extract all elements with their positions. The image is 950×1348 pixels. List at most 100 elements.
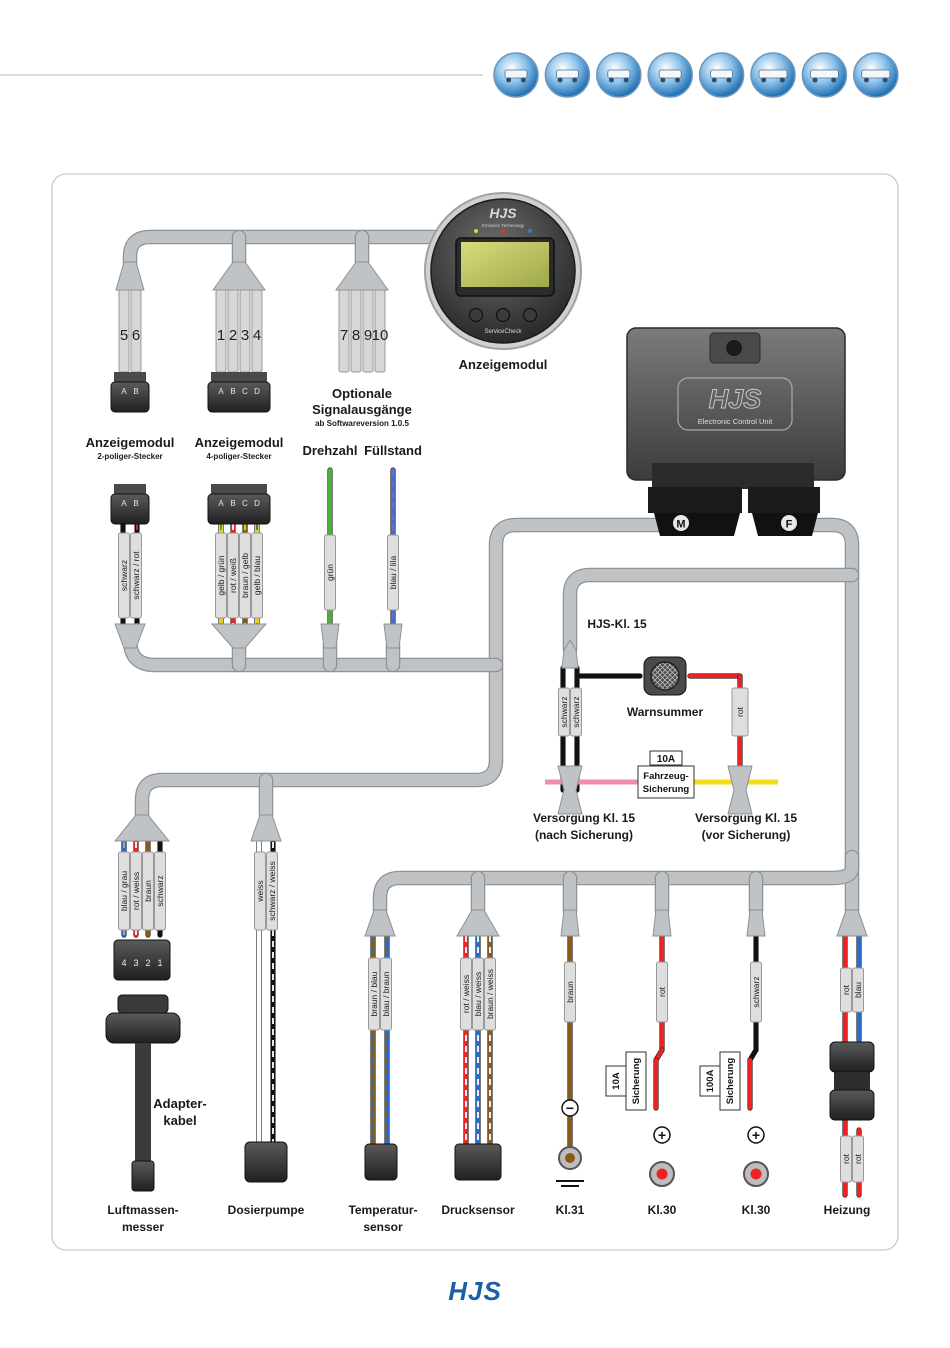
anz4-title: Anzeigemodul [195,435,284,450]
car-icon-body [658,69,682,79]
optional-l1: Optionale [332,386,392,401]
anz4-sub: 4-poliger-Stecker [206,452,271,461]
display-button-label: ServiceCheck [484,329,522,335]
pickup-truck-icon-body [607,69,631,79]
anz4-sleeve [215,532,227,619]
plug-anz2-male-body [110,493,150,525]
hjs-sleeve [558,687,570,737]
kl30b-plus-circle [747,1126,765,1144]
kl30a-plus-circle [653,1126,671,1144]
buzzer-grill [650,661,680,691]
anz4-wire-label: braun / gelb [240,553,250,598]
heiz-plug-bottom [829,1089,875,1121]
kl31-funnel [560,909,580,937]
van-icon [698,52,745,98]
pins-56-funnel [115,261,145,291]
druck-wire-label: braun / weiss [485,969,495,1019]
kl30a-fuse-label-box [625,1051,647,1111]
plug-anz4-male-letter-A: A [218,499,224,508]
heiz-bottom-sleeve [840,1135,852,1183]
plug-anz4-male-letter-D: D [254,499,260,508]
splice-connector [557,765,583,815]
forklift-icon-wheel-left [557,77,563,83]
adapter-l2: kabel [163,1113,196,1128]
harness-trunk [564,569,858,656]
harness-trunk [374,851,858,916]
temp-sleeve [380,957,392,1031]
kl30a-fuse-label: Sicherung [631,1058,642,1105]
kl30b-ring-center [750,1168,762,1180]
heiz-top-wire-label: rot [841,984,851,995]
warn-sleeve [731,687,749,737]
anz4-sleeve [251,532,263,619]
optional-sub: ab Softwareversion 1.0.5 [315,419,409,428]
pins-78910-pin-sleeve [338,289,350,373]
pickup-truck-icon [596,52,642,98]
kl30b-wire-label: schwarz [751,976,761,1007]
druck-wire-label: blau / weiss [473,972,483,1016]
harness-trunk [136,519,666,821]
druck-wire-label: rot / weiss [461,975,471,1013]
display-tagline: Emission Technology [482,223,525,228]
anz2-sub: 2-poliger-Stecker [97,452,162,461]
temp-sleeve [368,957,380,1031]
car-icon [647,52,693,98]
kl30a-fuse-rating: 10A [611,1072,622,1090]
druck-plug [454,1143,502,1181]
footer-logo: HJS [448,1276,501,1306]
heiz-bottom-sleeve [852,1135,864,1183]
lmm-wire-label: braun [143,880,153,902]
adapter-body [105,1012,181,1044]
pins-78910-pin-8: 8 [352,327,360,344]
electronic-control-unit: HJS Electronic Control Unit M F [626,327,846,536]
forklift-small-icon-wheel-right [520,77,526,83]
anz4-wire-label: gelb / blau [252,556,262,595]
kl31-minus: − [566,1100,574,1116]
vers-nach-l2: (nach Sicherung) [535,828,633,842]
pickup-truck-icon-wheel-right [623,77,629,83]
lmm-sleeve [118,851,130,931]
plug-anz2-female-letter-B: B [133,387,138,396]
harness-trunk [806,519,858,916]
plug-anz2-male-letter-A: A [121,499,127,508]
ecu-port-m: M [676,519,685,531]
bus-icon-body [861,69,891,79]
heiz-funnel [836,909,868,937]
heiz-top-wire-label: blau [853,982,863,998]
kl30a-funnel [652,909,672,937]
van-icon-wheel-right [726,77,732,83]
lmm-pin-3: 3 [133,958,138,968]
ecu-connector-f [748,487,820,513]
druck-label: Drucksensor [441,1203,515,1217]
druck-sleeve [472,957,484,1031]
lmm-pin-4: 4 [121,958,126,968]
devices: HJS Emission Technology ServiceCheck Anz… [424,192,846,536]
lmm-pin-1: 1 [157,958,162,968]
pins-78910-funnel [335,261,389,291]
lmm-funnel [113,814,171,842]
box-truck-icon-wheel-left [761,77,767,83]
funnel-lower [320,623,340,649]
forklift-small-icon-body [504,69,528,79]
pins-78910-pin-7: 7 [340,327,348,344]
anz4-wire-label: gelb / grün [216,555,226,595]
kl30a-wire-label: rot [657,986,667,997]
harness-edge [562,567,860,658]
anz2-wire-label: schwarz / rot [131,551,141,600]
semi-truck-icon [801,52,848,98]
hjs-sleeve [570,687,582,737]
anz2-wire-label: schwarz [119,560,129,591]
anz2-sleeve [130,532,142,619]
box-truck-icon [750,52,796,98]
kl30b-fuse-label-box [719,1051,741,1111]
kl31-minus-circle [561,1099,579,1117]
box-truck-icon-body [758,69,788,79]
kl30b-funnel [746,909,766,937]
hjs-wire-label: schwarz [571,696,581,727]
druck-sleeve [460,957,472,1031]
van-icon-wheel-left [711,77,717,83]
heiz-bottom-wire-label: rot [853,1153,863,1164]
anz4-wire-label: rot / weiß [228,558,238,593]
heiz-top-sleeve [840,967,852,1013]
